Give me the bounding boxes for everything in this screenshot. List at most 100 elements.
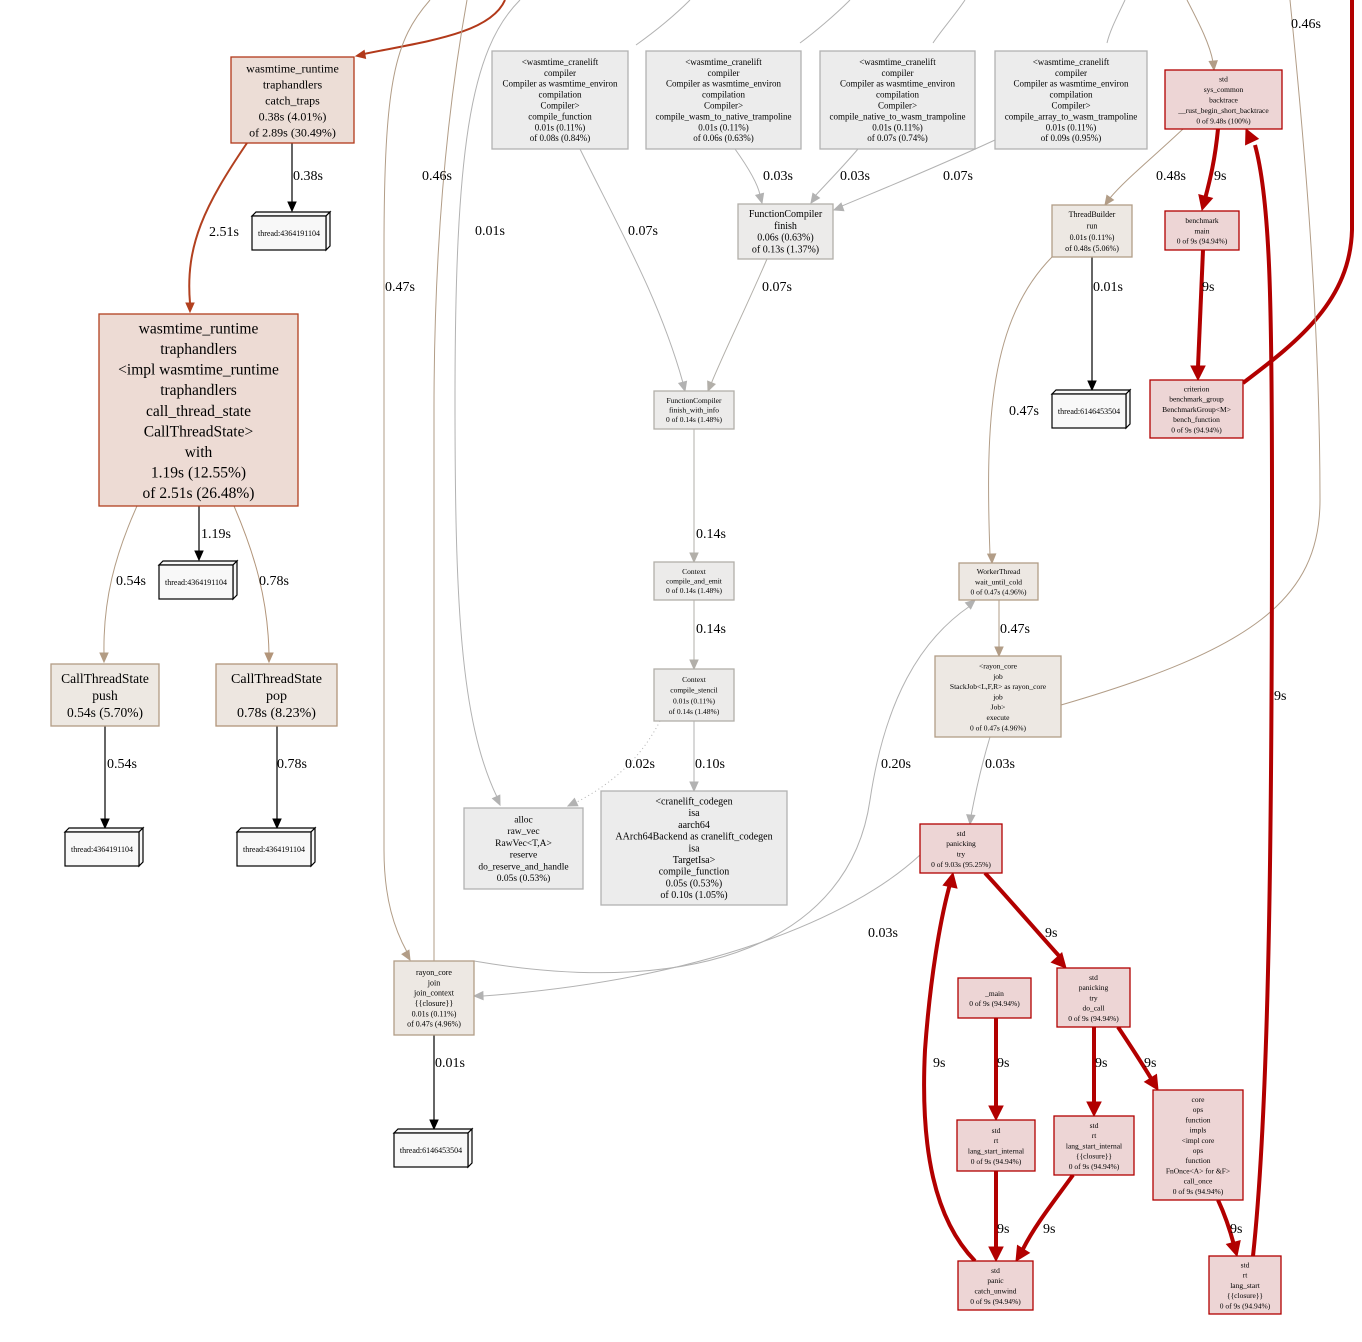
- edge-arrowhead: [1190, 365, 1206, 382]
- node-text-line: 1.19s (12.55%): [151, 465, 246, 482]
- thread-box[interactable]: thread:4364191104: [250, 210, 332, 252]
- node-text-line: call_thread_state: [146, 403, 251, 420]
- node-text-line: CallThreadState: [231, 672, 322, 687]
- edge-arrowhead: [1245, 127, 1260, 146]
- edge-line: [1109, 128, 1184, 199]
- node-text-line: FnOnce<A> for &F>: [1166, 1166, 1230, 1175]
- node-text-line: compilation: [539, 90, 582, 100]
- edge-label: 0.14s: [696, 527, 726, 542]
- node-text-line: ops: [1193, 1146, 1204, 1155]
- node-text-line: Compiler>: [704, 101, 743, 111]
- node-text-line: 0 of 0.47s (4.96%): [970, 587, 1027, 596]
- edge-line: [358, 0, 506, 56]
- node-box: [1053, 1115, 1135, 1176]
- node-text-line: CallThreadState: [61, 671, 149, 686]
- node-text-line: Compiler as wasmtime_environ: [503, 79, 618, 89]
- node-text-line: function: [1186, 1156, 1211, 1165]
- edge-arrowhead: [988, 1105, 1004, 1122]
- node-text-line: 0 of 9s (94.94%): [1068, 1014, 1119, 1023]
- edge-e_n2w_fcf: 0.03s: [810, 148, 870, 205]
- edge-arrowhead: [754, 192, 765, 205]
- node-text-line: of 0.48s (5.06%): [1065, 244, 1119, 253]
- node-text-line: pop: [266, 689, 287, 704]
- edge-e_pt_dc: 9s: [983, 871, 1067, 969]
- edge-e_with_pop: 0.78s: [233, 505, 289, 664]
- edge-line: [635, 0, 1126, 46]
- node-sys_backtrace[interactable]: stdsys_commonbacktrace__rust_begin_short…: [1164, 69, 1283, 130]
- thread-box[interactable]: thread:4364191104: [63, 826, 145, 868]
- node-text-line: std: [1241, 1260, 1250, 1269]
- node-alloc_reserve[interactable]: allocraw_vecRawVec<T,A>reservedo_reserve…: [463, 807, 584, 890]
- node-text-line: compiler: [708, 68, 740, 78]
- node-rayon_join_context[interactable]: rayon_corejoinjoin_context{{closure}}0.0…: [393, 960, 475, 1036]
- node-text-line: AArch64Backend as cranelift_codegen: [615, 832, 772, 843]
- edge-label: 0.54s: [107, 757, 137, 772]
- edge-arrowhead: [1087, 380, 1097, 392]
- edge-label: 0.01s: [435, 1056, 465, 1071]
- node-text-line: <rayon_core: [979, 661, 1018, 670]
- edge-line: [1203, 128, 1220, 200]
- node-box: [1051, 204, 1133, 258]
- edge-e_sj_pt: 0.03s: [966, 736, 1015, 826]
- edge-arrowhead: [707, 380, 716, 393]
- node-text-line: rt: [1243, 1271, 1248, 1280]
- edge-arrowhead: [689, 552, 699, 564]
- node-box: [957, 1260, 1034, 1311]
- node-box: [230, 56, 355, 144]
- node-text-line: core: [1192, 1095, 1206, 1104]
- edge-line: [734, 148, 761, 196]
- thread-box[interactable]: thread:6146453504: [1050, 388, 1132, 430]
- edge-label: 0.10s: [695, 757, 725, 772]
- thread-box[interactable]: thread:4364191104: [235, 826, 317, 868]
- node-text-line: 0 of 9s (94.94%): [1069, 1162, 1120, 1171]
- node-criterion_bench[interactable]: criterionbenchmark_groupBenchmarkGroup<M…: [1149, 379, 1244, 439]
- node-text-line: rt: [1092, 1131, 1097, 1140]
- thread-box-front: [64, 831, 140, 867]
- thread-box[interactable]: thread:6146453504: [392, 1127, 474, 1169]
- edge-label: 0.47s: [385, 280, 415, 295]
- edge-arrowhead: [429, 1119, 439, 1131]
- node-catch_traps[interactable]: wasmtime_runtimetraphandlerscatch_traps0…: [230, 56, 355, 144]
- node-text-line: main: [1195, 226, 1210, 235]
- edge-label: 0.03s: [840, 169, 870, 184]
- node-text-line: <wasmtime_cranelift: [859, 57, 936, 67]
- node-text-line: compiler: [882, 68, 914, 78]
- thread-box-top: [250, 211, 332, 217]
- thread-box[interactable]: thread:4364191104: [157, 559, 239, 601]
- edge-arrowhead: [810, 192, 821, 205]
- node-text-line: compile_wasm_to_native_trampoline: [656, 111, 792, 121]
- edge-e_top_catch: [354, 0, 506, 60]
- edge-label: 0.54s: [116, 574, 146, 589]
- node-aarch64_compile[interactable]: <cranelift_codegenisaaarch64AArch64Backe…: [600, 790, 788, 906]
- edge-line: [710, 258, 768, 385]
- thread-label: thread:6146453504: [1058, 407, 1120, 416]
- edge-e_push_t3: 0.54s: [100, 726, 137, 830]
- edge-line: [103, 505, 138, 655]
- node-text-line: std: [992, 1126, 1001, 1135]
- node-text-line: compile_native_to_wasm_trampoline: [830, 111, 966, 121]
